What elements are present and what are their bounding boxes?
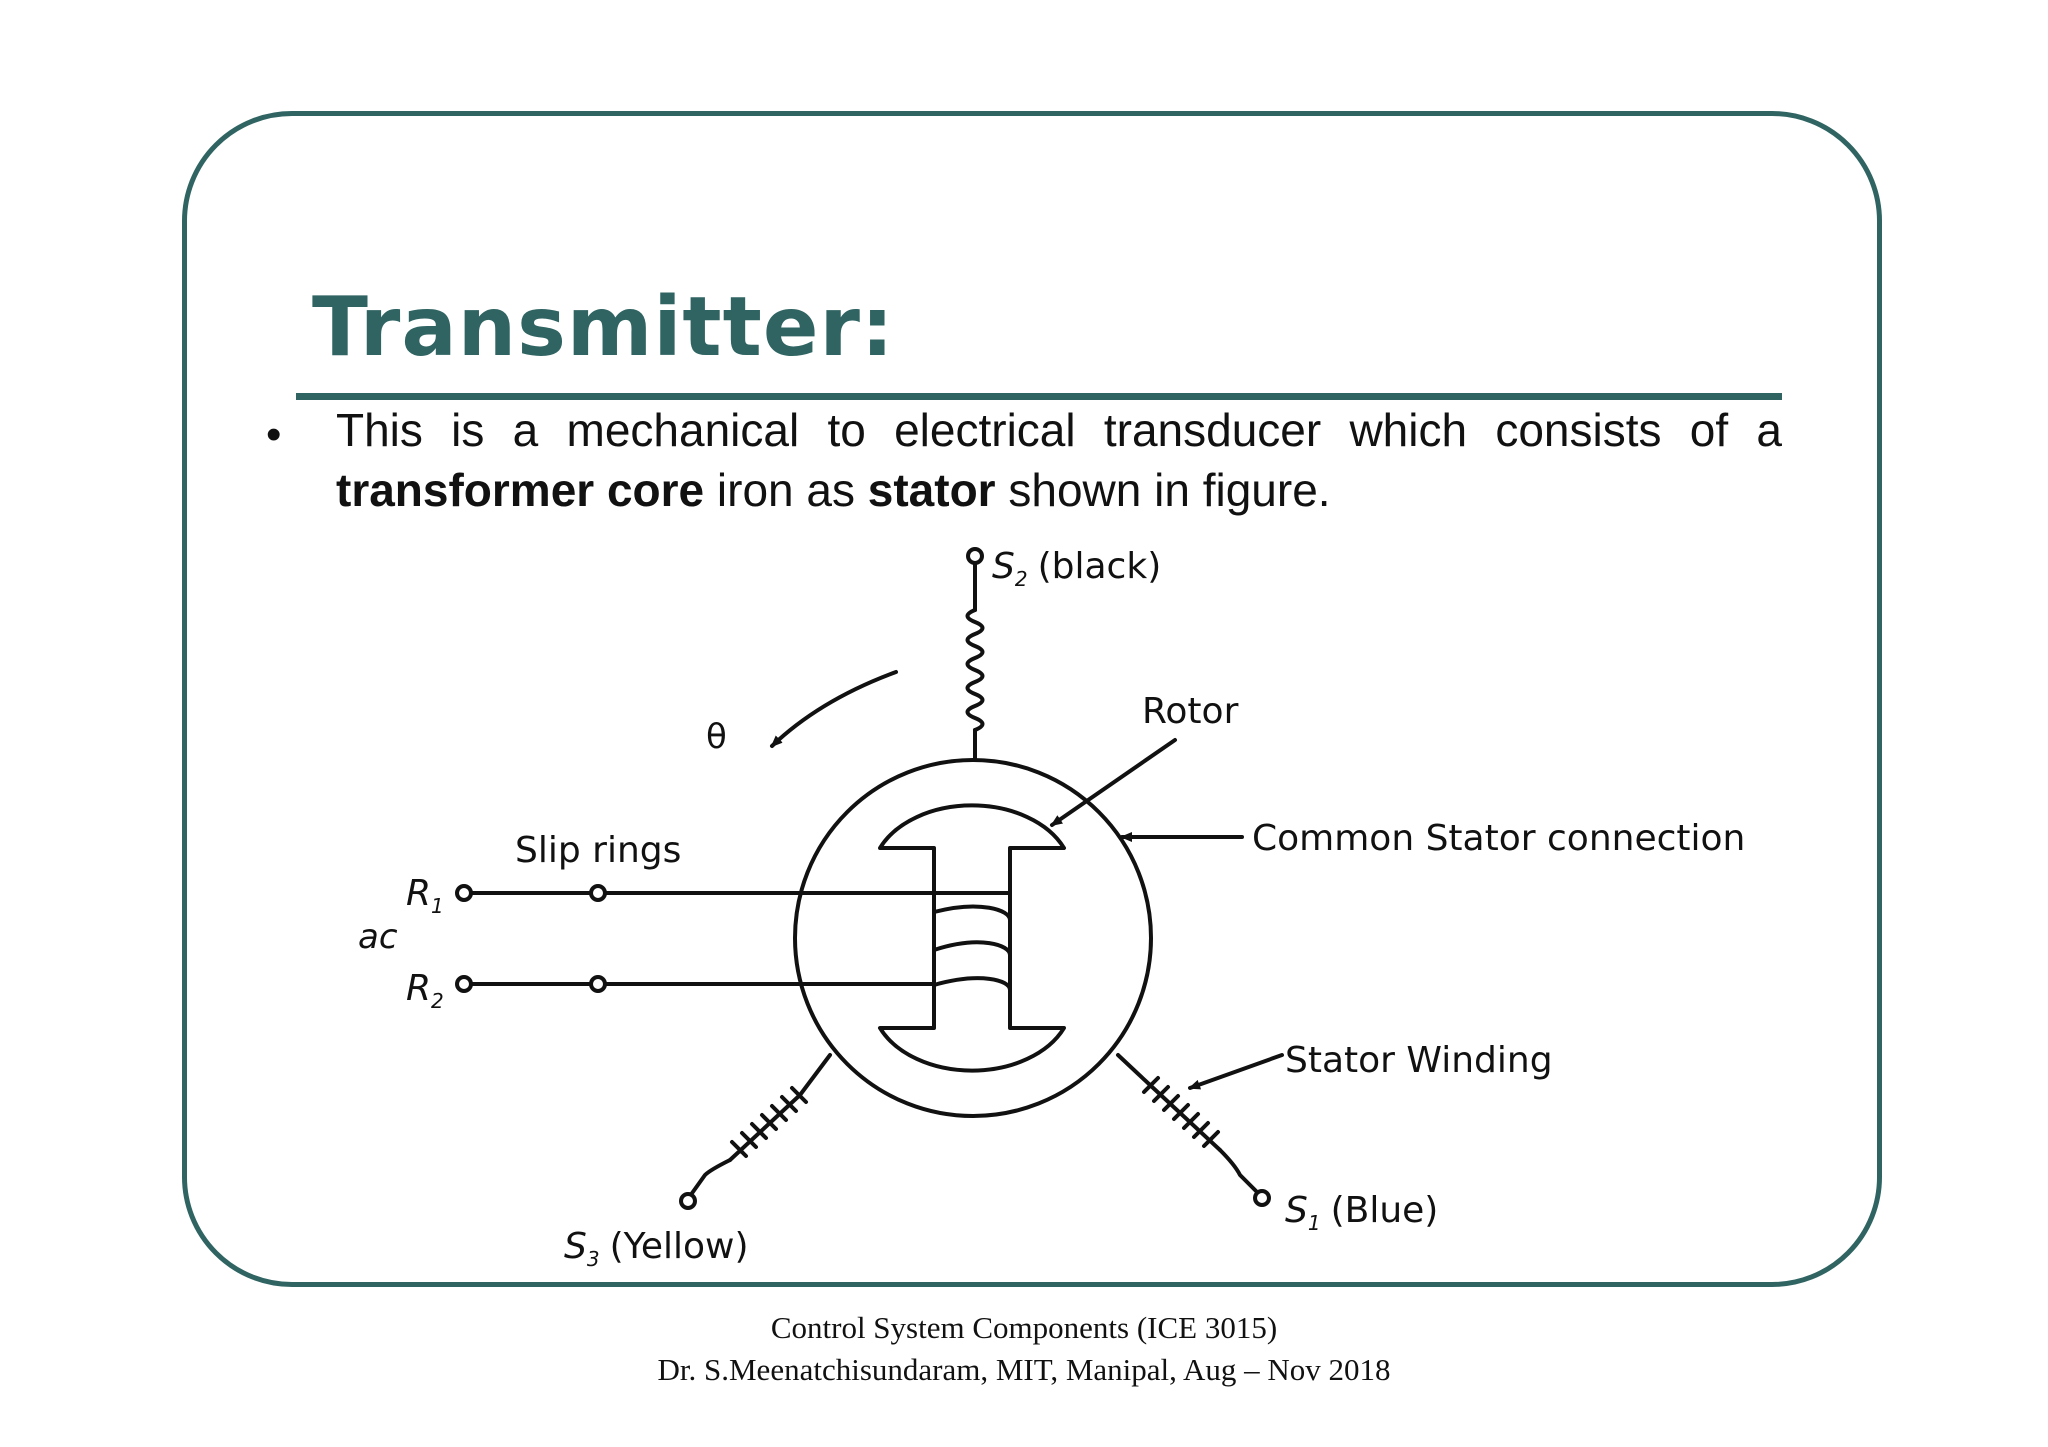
label-slip-rings: Slip rings	[515, 830, 681, 871]
label-common-stator-connection: Common Stator connection	[1252, 818, 1745, 859]
para-text-3: shown in figure.	[995, 464, 1331, 516]
label-r2: R2	[406, 968, 444, 1013]
lead-s1-inner	[1116, 1053, 1152, 1087]
slip-ring-2	[589, 975, 607, 993]
label-s1: S1(Blue)	[1285, 1190, 1438, 1235]
para-text-2: iron as	[704, 464, 868, 516]
slide-title: Transmitter:	[312, 280, 895, 375]
stator-winding-s1	[1142, 1076, 1222, 1152]
label-theta: θ	[706, 717, 727, 757]
footer-course: Control System Components (ICE 3015)	[770, 1310, 1278, 1345]
terminal-s2	[966, 547, 984, 565]
lead-s3-inner	[798, 1053, 832, 1097]
label-s3: S3(Yellow)	[564, 1226, 749, 1271]
terminal-s3	[679, 1192, 697, 1210]
rotor-shape	[878, 803, 1066, 1073]
rotor-winding	[932, 904, 1012, 992]
bullet-marker: •	[266, 410, 282, 459]
bullet-text: This is a mechanical to electrical trans…	[336, 400, 1782, 520]
label-ac: ac	[358, 917, 398, 957]
para-text-1: This is a mechanical to electrical trans…	[336, 404, 1782, 456]
slide-frame	[182, 111, 1882, 1287]
stator-winding-s2	[965, 608, 985, 732]
stator-winding-s3	[728, 1086, 808, 1162]
label-rotor: Rotor	[1142, 691, 1239, 732]
label-s2: S2(black)	[992, 546, 1161, 591]
label-stator-winding: Stator Winding	[1285, 1040, 1553, 1081]
para-bold-stator: stator	[867, 464, 996, 516]
lead-s3-outer	[688, 1158, 732, 1198]
stator-circle	[793, 758, 1153, 1118]
title-underline	[296, 393, 1782, 400]
rotor-arrow	[1050, 738, 1177, 827]
terminal-r2	[455, 975, 473, 993]
para-bold-transformer-core: transformer core	[336, 464, 705, 516]
terminal-s1	[1253, 1189, 1271, 1207]
label-r1: R1	[406, 873, 444, 918]
theta-arrow	[770, 670, 898, 748]
terminal-r1	[455, 884, 473, 902]
lead-s1-outer	[1218, 1148, 1260, 1195]
footer-author: Dr. S.Meenatchisundaram, MIT, Manipal, A…	[657, 1352, 1391, 1387]
stator-winding-arrow	[1188, 1053, 1284, 1090]
slip-ring-1	[589, 884, 607, 902]
